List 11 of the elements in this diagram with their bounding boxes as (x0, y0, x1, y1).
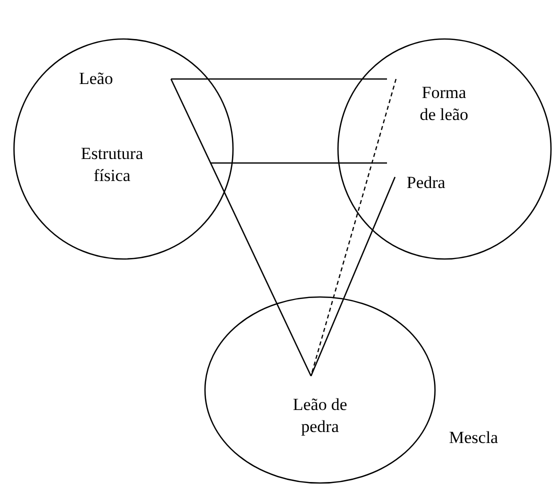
concept-label: Leão de pedra (292, 394, 348, 438)
mapping-line (210, 162, 387, 164)
concept-label: Forma de leão (418, 82, 470, 126)
space-label: Mescla (449, 427, 498, 449)
concept-label: Estrutura física (80, 143, 144, 187)
dashed-mapping-line (310, 78, 397, 376)
concept-label: Pedra (406, 172, 446, 194)
mapping-line (170, 78, 312, 376)
mapping-line (171, 78, 387, 80)
mapping-line (310, 176, 396, 376)
concept-label: Leão (78, 68, 114, 90)
